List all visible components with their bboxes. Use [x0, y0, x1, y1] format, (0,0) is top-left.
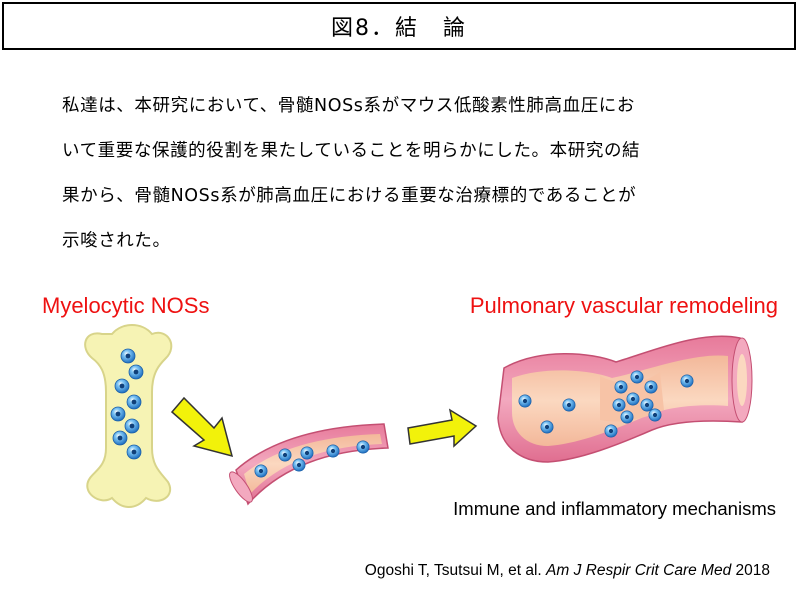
vascular-remodeling-label: Pulmonary vascular remodeling	[469, 293, 778, 318]
citation-year: 2018	[735, 562, 770, 579]
arrow-2-icon	[407, 408, 478, 448]
conclusion-text: 私達は、本研究において、骨髄NOSs系がマウス低酸素性肺高血圧にお いて重要な保…	[62, 84, 752, 264]
conclusion-line-3: 果から、骨髄NOSs系が肺高血圧における重要な治療標的であることが	[62, 186, 637, 206]
bone-graphic	[84, 324, 173, 508]
citation-journal: Am J Respir Crit Care Med	[546, 562, 732, 579]
conclusion-line-2: いて重要な保護的役割を果たしていることを明らかにした。本研究の結	[62, 141, 641, 161]
citation: Ogoshi T, Tsutsui M, et al. Am J Respir …	[365, 562, 770, 580]
myelocytic-nos-label: Myelocytic NOSs	[42, 293, 210, 318]
normal-vessel-graphic	[229, 423, 389, 506]
slide-title-text: 図8．結 論	[331, 16, 467, 41]
citation-authors: Ogoshi T, Tsutsui M, et al.	[364, 562, 542, 579]
conclusion-line-1: 私達は、本研究において、骨髄NOSs系がマウス低酸素性肺高血圧にお	[62, 96, 635, 116]
slide-title: 図8．結 論	[2, 2, 796, 50]
remodeled-vessel-graphic	[497, 335, 753, 463]
arrow-1-icon	[170, 396, 234, 458]
conclusion-line-4: 示唆された。	[62, 231, 171, 251]
mechanisms-label: Immune and inflammatory mechanisms	[453, 498, 776, 519]
